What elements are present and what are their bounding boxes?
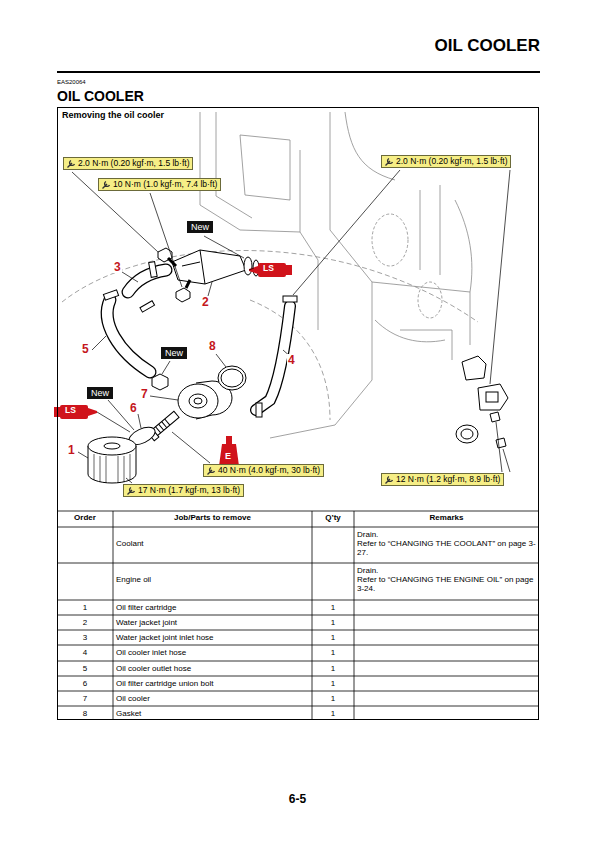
lubricant-symbol: LS	[65, 406, 76, 416]
page-number: 6-5	[0, 793, 595, 807]
table-cell: Drain.	[357, 530, 536, 539]
table-cell: Job/Parts to remove	[116, 513, 309, 522]
node-text: 17 N·m (1.7 kgf·m, 13 lb·ft)	[138, 485, 240, 495]
table-cell: 1	[315, 709, 351, 718]
torque-icon	[66, 159, 76, 169]
table-cell: Coolant	[116, 539, 309, 548]
new-part-tag: New	[161, 347, 187, 359]
node-text: New	[191, 222, 209, 232]
table-cell: Remarks	[357, 513, 536, 522]
table-cell: Refer to “CHANGING THE ENGINE OIL” on pa…	[357, 575, 536, 593]
new-part-tag: New	[187, 221, 213, 233]
callout-number: 5	[81, 343, 90, 355]
table-cell: Oil filter cartridge union bolt	[116, 679, 309, 688]
torque-box: 17 N·m (1.7 kgf·m, 13 lb·ft)	[123, 484, 244, 497]
table-cell: 1	[315, 603, 351, 612]
table-cell: Oil cooler	[116, 694, 309, 703]
table-cell: 1	[60, 603, 110, 612]
heading: OIL COOLER	[57, 88, 144, 104]
node-text: 40 N·m (4.0 kgf·m, 30 lb·ft)	[218, 465, 320, 475]
torque-box: 40 N·m (4.0 kgf·m, 30 lb·ft)	[203, 464, 324, 477]
table-cell: 2	[60, 618, 110, 627]
table-cell: 1	[315, 664, 351, 673]
table-cell: 5	[60, 664, 110, 673]
table-cell: 8	[60, 709, 110, 718]
table-cell: Drain.	[357, 566, 536, 575]
torque-icon	[206, 466, 216, 476]
callout-number: 2	[201, 296, 210, 308]
torque-box: 10 N·m (1.0 kgf·m, 7.4 lb·ft)	[98, 178, 221, 191]
torque-icon	[101, 180, 111, 190]
callout-number: 8	[208, 340, 217, 352]
lubricant-symbol: LS	[263, 264, 274, 274]
table-cell: Refer to “CHANGING THE COOLANT” on page …	[357, 539, 536, 557]
table-cell: Oil filter cartridge	[116, 603, 309, 612]
node-text: 2.0 N·m (0.20 kgf·m, 1.5 lb·ft)	[396, 156, 507, 166]
table-cell: 1	[315, 633, 351, 642]
table-cell: Water jacket joint	[116, 618, 309, 627]
callout-number: 4	[287, 354, 296, 366]
table-cell: Q’ty	[315, 513, 351, 522]
torque-box: 2.0 N·m (0.20 kgf·m, 1.5 lb·ft)	[381, 155, 511, 168]
callout-number: 6	[129, 402, 138, 414]
table-cell: 7	[60, 694, 110, 703]
torque-icon	[126, 486, 136, 496]
table-cell: Order	[60, 513, 110, 522]
callout-number: 1	[67, 444, 76, 456]
node-text: New	[165, 348, 183, 358]
node-text: 12 N·m (1.2 kgf·m, 8.9 lb·ft)	[396, 474, 500, 484]
torque-icon	[384, 157, 394, 167]
new-part-tag: New	[87, 387, 113, 399]
table-cell: 1	[315, 618, 351, 627]
torque-box: 12 N·m (1.2 kgf·m, 8.9 lb·ft)	[381, 473, 504, 486]
table-cell: Oil cooler inlet hose	[116, 648, 309, 657]
table-cell: 1	[315, 694, 351, 703]
node-text: 10 N·m (1.0 kgf·m, 7.4 lb·ft)	[113, 179, 217, 189]
table-cell: 3	[60, 633, 110, 642]
callout-number: 3	[113, 261, 122, 273]
heading: EAS20064	[57, 79, 86, 86]
lubricant-symbol: E	[225, 451, 231, 461]
section-subtitle: Removing the oil cooler	[62, 110, 164, 120]
torque-box: 2.0 N·m (0.20 kgf·m, 1.5 lb·ft)	[63, 157, 193, 170]
table-cell: Engine oil	[116, 575, 309, 584]
table-cell: Gasket	[116, 709, 309, 718]
page-title: OIL COOLER	[435, 36, 540, 56]
callout-number: 7	[140, 388, 149, 400]
table-cell: Water jacket joint inlet hose	[116, 633, 309, 642]
table-cell: 1	[315, 679, 351, 688]
node-text: New	[91, 388, 109, 398]
table-cell: 6	[60, 679, 110, 688]
table-cell: 1	[315, 648, 351, 657]
table-cell: Oil cooler outlet hose	[116, 664, 309, 673]
table-cell: 4	[60, 648, 110, 657]
torque-icon	[384, 475, 394, 485]
node-text: 2.0 N·m (0.20 kgf·m, 1.5 lb·ft)	[78, 158, 189, 168]
